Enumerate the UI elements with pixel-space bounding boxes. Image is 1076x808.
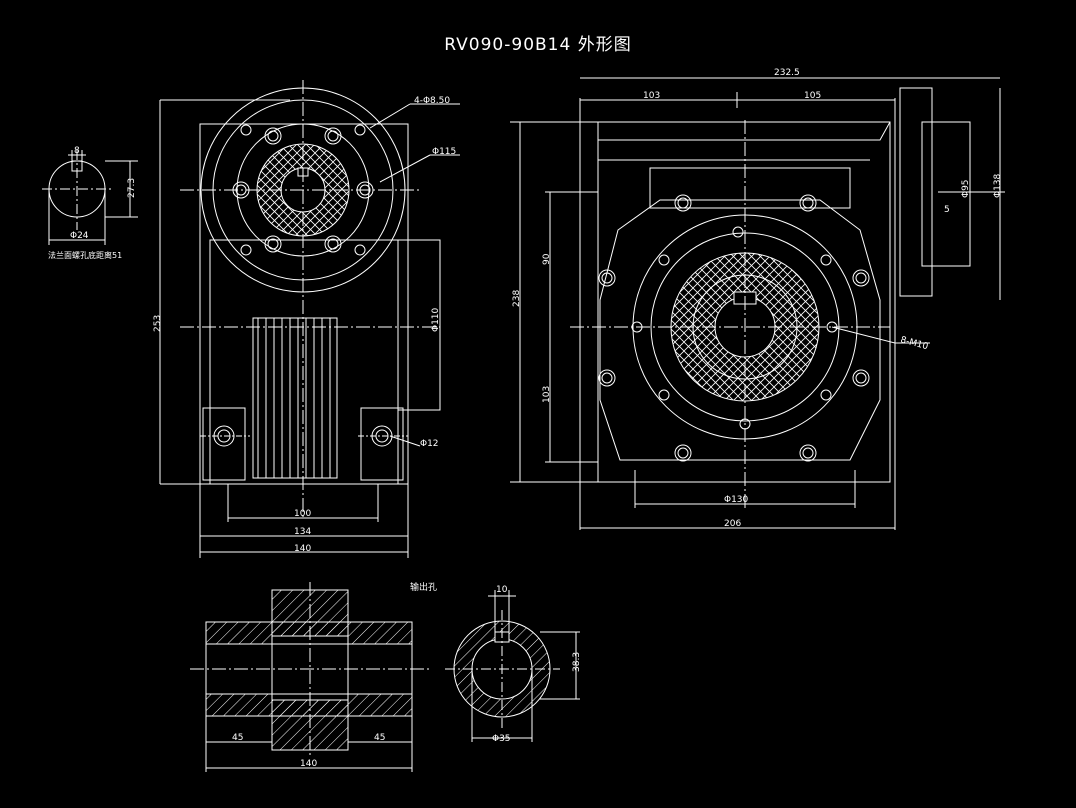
label-w-100: 100 <box>294 509 311 519</box>
label-dia-115: Φ115 <box>432 147 456 157</box>
label-key-height: 27.3 <box>127 178 137 198</box>
label-m10: 8-M10 <box>899 335 929 352</box>
label-w-45-right: 45 <box>374 733 385 743</box>
label-h-103: 103 <box>542 386 552 403</box>
label-dia-35: Φ35 <box>492 734 511 744</box>
label-w-140-bottom: 140 <box>300 759 317 769</box>
label-h-38: 38.3 <box>572 652 582 672</box>
label-h-253: 253 <box>153 315 163 332</box>
label-key-width: 8 <box>74 146 80 156</box>
label-dia-12: Φ12 <box>420 439 439 449</box>
label-w-134: 134 <box>294 527 311 537</box>
label-flange-note: 法兰面螺孔底距离51 <box>48 250 122 260</box>
label-bore-small: Φ24 <box>70 231 89 241</box>
drawing-title: RV090-90B14 外形图 <box>444 35 632 55</box>
label-w-140: 140 <box>294 544 311 554</box>
label-w-206: 206 <box>724 519 741 529</box>
input-bore-section <box>42 150 138 245</box>
side-view <box>510 77 1005 530</box>
output-hole-section <box>445 590 580 742</box>
label-h-238: 238 <box>512 290 522 307</box>
label-w-10: 10 <box>496 585 508 595</box>
label-w-5: 5 <box>944 205 950 215</box>
label-w-103-top: 103 <box>643 91 660 101</box>
label-w-45-left: 45 <box>232 733 243 743</box>
label-dia-110: Φ110 <box>431 307 441 332</box>
front-view <box>159 80 460 558</box>
label-w-232: 232.5 <box>774 68 800 78</box>
label-w-105: 105 <box>804 91 821 101</box>
output-shaft-section <box>190 582 430 772</box>
label-flange-holes: 4-Φ8.50 <box>414 96 450 106</box>
label-dia-138: Φ138 <box>993 173 1003 198</box>
label-output-hole: 输出孔 <box>410 581 437 593</box>
label-dia-130: Φ130 <box>724 495 749 505</box>
label-dia-95: Φ95 <box>961 179 971 198</box>
label-h-90: 90 <box>542 253 552 265</box>
